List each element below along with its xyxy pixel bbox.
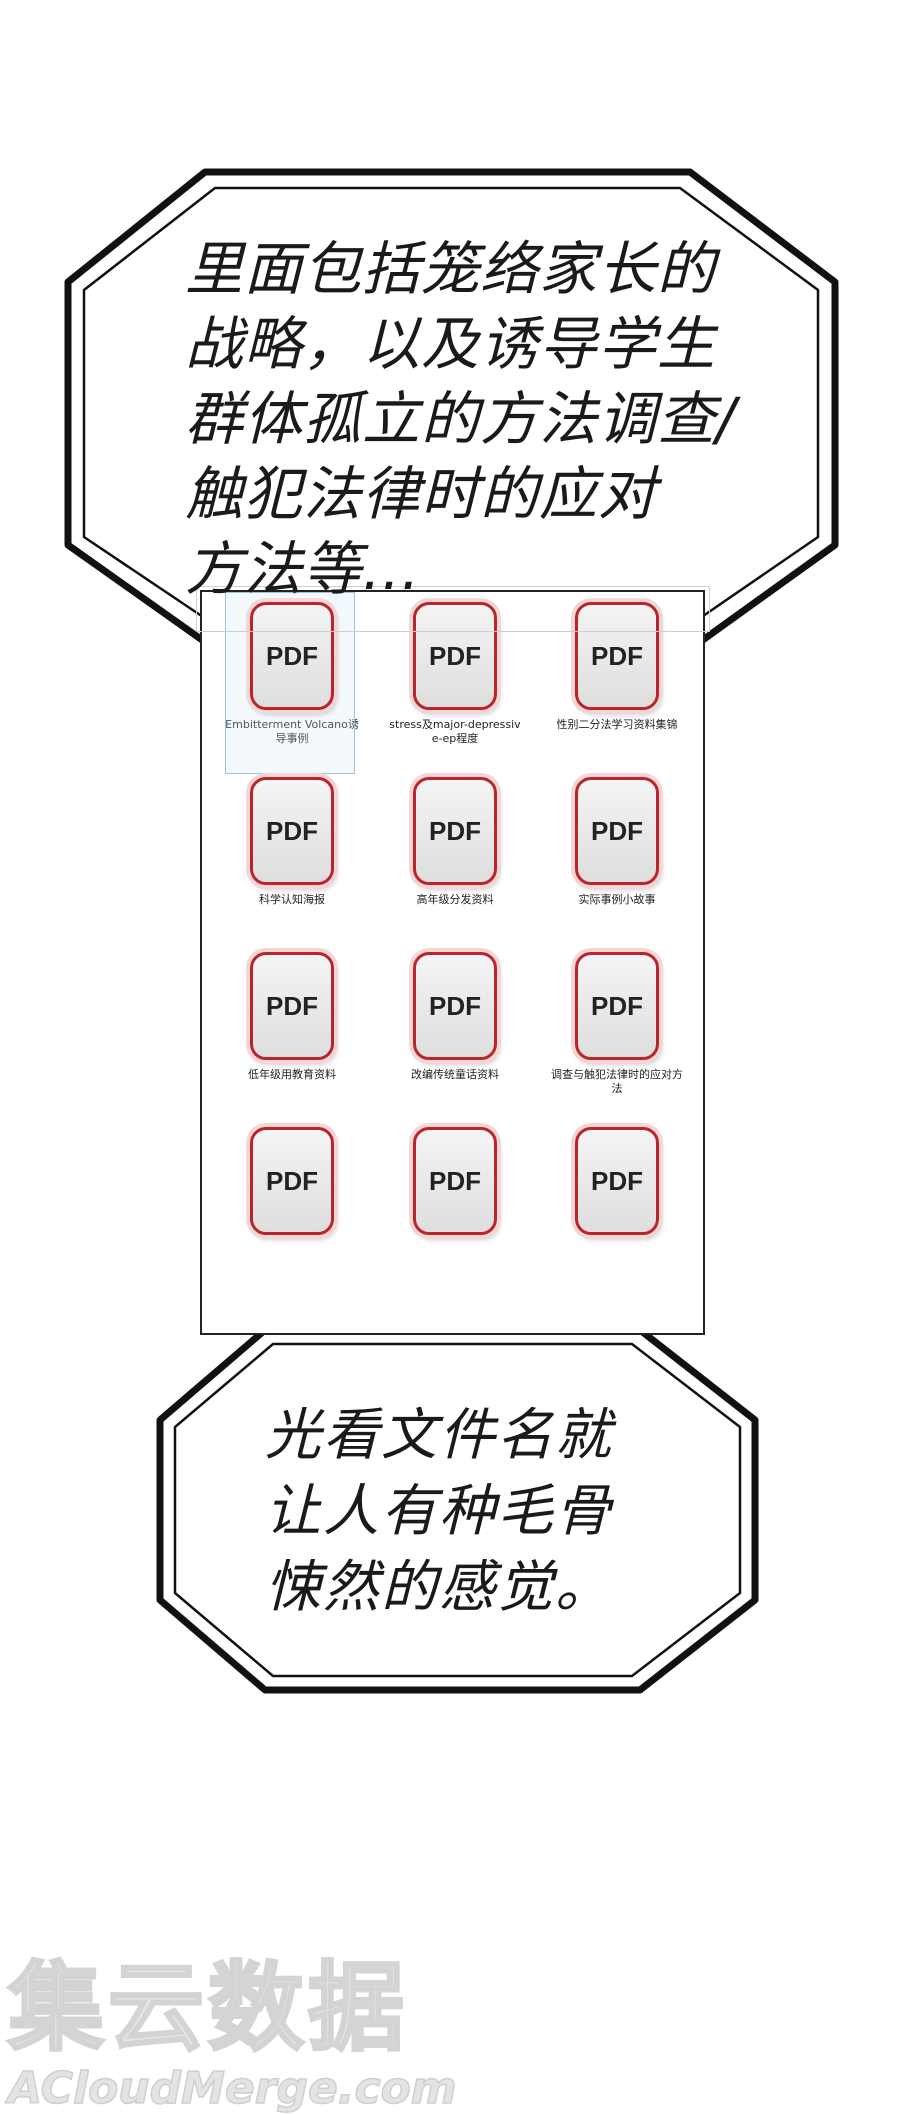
file-explorer-panel: PDF Embitterment Volcano诱导事例 PDF stress及maj… — [200, 590, 705, 1335]
file-name: stress及major-depressive-ep程度 — [389, 718, 521, 745]
pdf-icon-label: PDF — [591, 640, 643, 671]
file-tile[interactable]: PDF stress及major-depressive-ep程度 — [380, 602, 530, 746]
pdf-file-icon[interactable]: PDF — [575, 1127, 659, 1235]
pdf-icon-label: PDF — [266, 1165, 318, 1196]
bottom-bubble-outer — [156, 1326, 759, 1694]
file-name: 实际事例小故事 — [578, 893, 656, 906]
file-tile[interactable]: PDF — [217, 1127, 367, 1235]
pdf-file-icon[interactable]: PDF — [413, 952, 497, 1060]
file-tile[interactable]: PDF 性别二分法学习资料集锦 — [542, 602, 692, 732]
watermark-en: ACloudMerge.com — [7, 2062, 457, 2114]
panel-toolbar-ghost — [196, 586, 710, 632]
pdf-icon-label: PDF — [591, 1165, 643, 1196]
pdf-file-icon[interactable]: PDF — [575, 952, 659, 1060]
pdf-icon-label: PDF — [591, 990, 643, 1021]
pdf-file-icon[interactable]: PDF — [250, 1127, 334, 1235]
file-tile[interactable]: PDF — [380, 1127, 530, 1235]
watermark: 集云数据 ACloudMerge.com — [7, 1930, 458, 2114]
file-tile[interactable]: PDF 实际事例小故事 — [542, 777, 692, 907]
pdf-file-icon[interactable]: PDF — [250, 777, 334, 885]
file-tile[interactable]: PDF 低年级用教育资料 — [217, 952, 367, 1082]
file-name: Embitterment Volcano诱导事例 — [225, 718, 359, 745]
file-name: 科学认知海报 — [259, 893, 325, 906]
top-bubble-text: 里面包括笼络家长的 战略，以及诱导学生 群体孤立的方法调查/ 触犯法律时的应对 … — [185, 235, 737, 603]
watermark-cn: 集云数据 — [7, 1951, 408, 2066]
pdf-file-icon[interactable]: PDF — [575, 777, 659, 885]
pdf-icon-label: PDF — [266, 815, 318, 846]
file-name: 低年级用教育资料 — [248, 1068, 336, 1081]
pdf-icon-label: PDF — [429, 640, 481, 671]
pdf-icon-label: PDF — [429, 1165, 481, 1196]
pdf-file-icon[interactable]: PDF — [413, 1127, 497, 1235]
pdf-icon-label: PDF — [429, 990, 481, 1021]
file-tile[interactable]: PDF 调查与触犯法律时的应对方法 — [542, 952, 692, 1096]
file-tile[interactable]: PDF — [542, 1127, 692, 1235]
file-tile[interactable]: PDF 改编传统童话资料 — [380, 952, 530, 1082]
bottom-bubble-text: 光看文件名就 让人有种毛骨 悚然的感觉。 — [265, 1403, 613, 1620]
file-name: 性别二分法学习资料集锦 — [556, 718, 678, 731]
pdf-icon-label: PDF — [429, 815, 481, 846]
pdf-icon-label: PDF — [266, 990, 318, 1021]
pdf-file-icon[interactable]: PDF — [250, 952, 334, 1060]
file-name: 改编传统童话资料 — [411, 1068, 499, 1081]
pdf-file-icon[interactable]: PDF — [413, 777, 497, 885]
pdf-file-icon[interactable]: PDF — [250, 602, 334, 710]
bottom-bubble-inner — [173, 1342, 742, 1678]
pdf-icon-label: PDF — [266, 640, 318, 671]
pdf-icon-label: PDF — [591, 815, 643, 846]
file-tile[interactable]: PDF 科学认知海报 — [217, 777, 367, 907]
file-name: 高年级分发资料 — [416, 893, 494, 906]
pdf-file-icon[interactable]: PDF — [575, 602, 659, 710]
file-name: 调查与触犯法律时的应对方法 — [551, 1068, 683, 1095]
pdf-file-icon[interactable]: PDF — [413, 602, 497, 710]
file-tile[interactable]: PDF 高年级分发资料 — [380, 777, 530, 907]
file-tile[interactable]: PDF Embitterment Volcano诱导事例 — [217, 592, 367, 774]
